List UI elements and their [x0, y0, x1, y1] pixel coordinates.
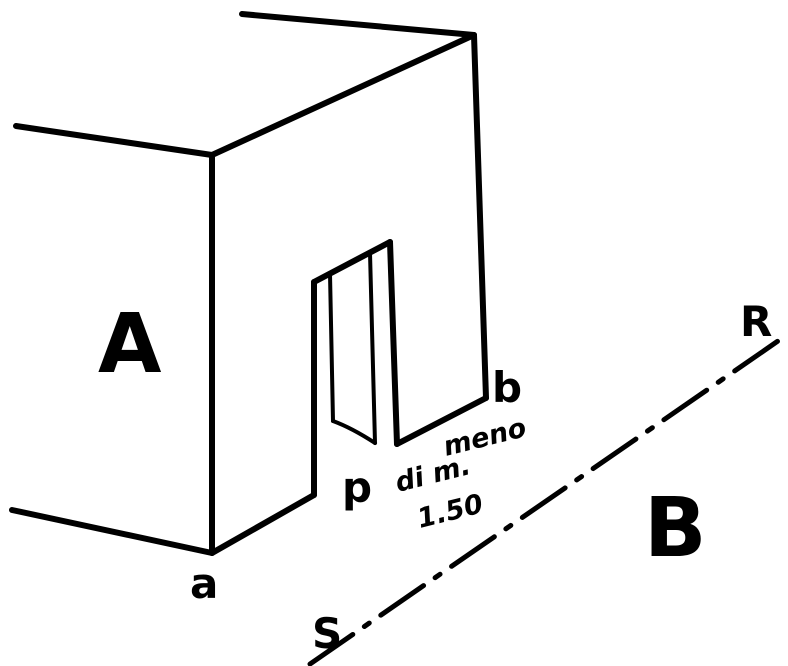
- back-roof-edge: [239, 11, 477, 38]
- door-inner-curve: [331, 419, 377, 445]
- right-corner-edge: [471, 32, 489, 401]
- boundary-line: [307, 338, 781, 666]
- building-outline: [9, 11, 489, 556]
- opening-label: p: [342, 463, 372, 512]
- door-right-jamb: [387, 239, 400, 447]
- corner-b-label: b: [492, 363, 522, 412]
- door-inner-right: [368, 251, 377, 445]
- doorway: [311, 239, 400, 498]
- front-base-right: [394, 395, 489, 447]
- line-start-label: S: [312, 609, 342, 658]
- front-roof-edge: [209, 32, 477, 158]
- left-roof-edge: [13, 123, 215, 158]
- front-base-left: [209, 492, 317, 556]
- building-label: A: [98, 297, 162, 392]
- outside-area-label: B: [644, 481, 707, 576]
- line-end-label: R: [740, 297, 772, 346]
- distance-note: meno di m. 1.50: [392, 412, 529, 534]
- left-base-edge: [9, 507, 215, 556]
- door-inner-left: [328, 272, 335, 423]
- corner-a-label: a: [190, 559, 218, 608]
- note-line-2: di m.: [392, 450, 474, 499]
- note-line-3: 1.50: [414, 489, 486, 535]
- door-reveal: [312, 272, 332, 284]
